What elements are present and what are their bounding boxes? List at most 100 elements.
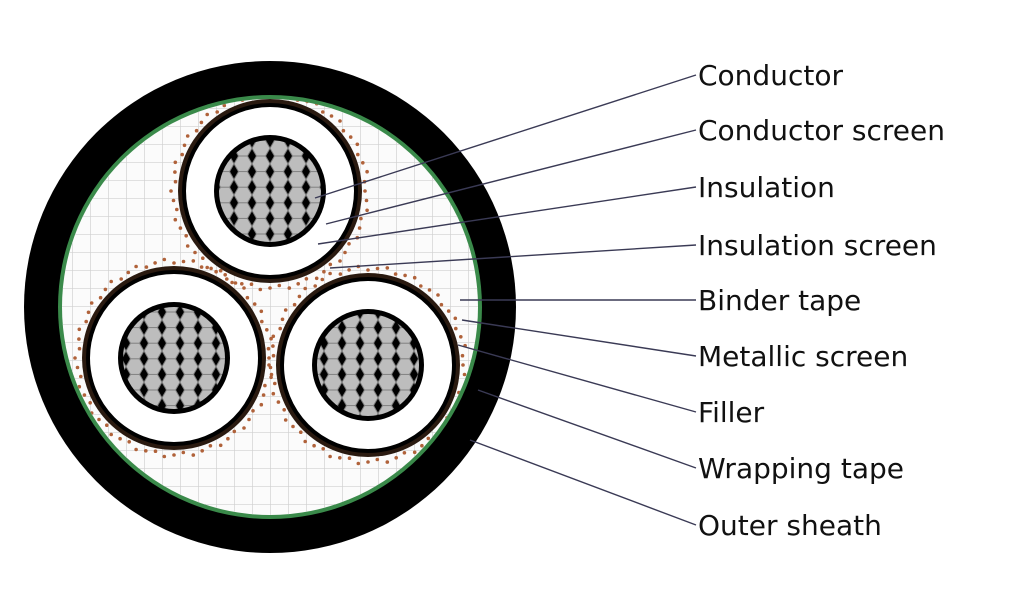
label-outer-sheath: Outer sheath: [698, 509, 882, 542]
metallic-screen-dot: [446, 309, 451, 313]
metallic-screen-dot: [271, 391, 276, 396]
metallic-screen-dot: [461, 363, 465, 367]
label-wrapping-tape: Wrapping tape: [698, 452, 904, 485]
label-insulation: Insulation: [698, 171, 835, 204]
metallic-screen-dot: [462, 372, 467, 377]
label-binder-tape: Binder tape: [698, 284, 861, 317]
metallic-screen-dot: [77, 346, 82, 351]
metallic-screen-dot: [460, 353, 465, 358]
metallic-screen-dot: [283, 418, 288, 422]
metallic-screen-dot: [338, 456, 342, 460]
metallic-screen-dot: [209, 266, 213, 271]
metallic-screen-dot: [365, 208, 369, 213]
metallic-screen-dot: [287, 286, 292, 290]
conductor: [317, 314, 419, 416]
metallic-screen-dot: [283, 308, 288, 312]
metallic-screen-dot: [144, 449, 148, 453]
metallic-screen-dot: [282, 408, 287, 412]
metallic-screen-dot: [193, 250, 197, 255]
leader-line-insulation: [317, 186, 697, 245]
metallic-screen-dot: [162, 454, 167, 459]
metallic-screen-dot: [271, 334, 276, 339]
metallic-screen-dot: [292, 302, 297, 307]
metallic-screen-dot: [242, 286, 246, 290]
metallic-screen-dot: [82, 393, 87, 397]
label-conductor-screen: Conductor screen: [698, 114, 945, 147]
metallic-screen-dot: [347, 268, 351, 272]
metallic-screen-dot: [269, 336, 273, 341]
metallic-screen-dot: [191, 259, 196, 263]
metallic-screen-dot: [268, 286, 272, 290]
metallic-screen-dot: [459, 335, 463, 339]
metallic-screen-dot: [356, 461, 361, 466]
metallic-screen-dot: [356, 152, 360, 157]
metallic-screen-dot: [173, 217, 178, 222]
metallic-screen-dot: [299, 430, 303, 435]
metallic-screen-dot: [297, 294, 302, 299]
metallic-screen-dot: [162, 257, 167, 262]
metallic-screen-dot: [172, 261, 176, 265]
metallic-screen-dot: [402, 451, 407, 455]
label-metallic-screen: Metallic screen: [698, 340, 908, 373]
metallic-screen-dot: [247, 417, 251, 422]
metallic-screen-dot: [205, 265, 209, 270]
metallic-screen-dot: [245, 295, 250, 300]
metallic-screen-dot: [199, 120, 204, 125]
metallic-screen-dot: [191, 453, 196, 457]
metallic-screen-dot: [215, 110, 219, 114]
label-filler: Filler: [698, 396, 765, 429]
metallic-screen-dot: [89, 301, 94, 305]
metallic-screen-dot: [269, 375, 273, 380]
leader-line-conductor-screen: [325, 129, 697, 225]
metallic-screen-dot: [393, 272, 398, 276]
metallic-screen-dot: [341, 128, 346, 133]
metallic-screen-dot: [260, 319, 264, 324]
metallic-screen-dot: [218, 268, 223, 273]
metallic-screen-dot: [86, 310, 91, 315]
metallic-screen-dot: [271, 344, 275, 348]
metallic-screen-dot: [181, 450, 186, 455]
metallic-screen-dot: [269, 372, 274, 377]
metallic-screen-dot: [109, 432, 113, 437]
metallic-screen-dot: [361, 161, 365, 165]
metallic-screen-dot: [173, 179, 178, 184]
metallic-screen-dot: [357, 226, 362, 230]
metallic-screen-dot: [321, 447, 326, 451]
metallic-screen-dot: [127, 440, 131, 444]
metallic-screen-dot: [366, 268, 370, 272]
metallic-screen-dot: [240, 282, 244, 286]
metallic-screen-dot: [385, 266, 390, 270]
metallic-screen-dot: [276, 400, 281, 404]
metallic-screen-dot: [322, 269, 326, 274]
metallic-screen-dot: [436, 293, 440, 297]
metallic-screen-dot: [271, 353, 276, 358]
metallic-screen-dot: [77, 327, 82, 332]
metallic-screen-dot: [412, 450, 417, 455]
metallic-screen-dot: [252, 302, 257, 306]
metallic-screen-dot: [266, 346, 271, 351]
metallic-screen-dot: [338, 119, 342, 123]
metallic-screen-dot: [73, 356, 77, 360]
metallic-screen-dot: [355, 142, 360, 147]
metallic-screen-dot: [273, 381, 277, 386]
label-conductor: Conductor: [698, 59, 843, 92]
metallic-screen-dot: [338, 259, 342, 263]
metallic-screen-dot: [263, 383, 267, 388]
metallic-screen-dot: [153, 449, 158, 454]
metallic-screen-dot: [222, 103, 227, 108]
metallic-screen-dot: [214, 269, 218, 274]
metallic-screen-dot: [126, 270, 131, 275]
metallic-screen-dot: [144, 265, 149, 269]
metallic-screen-dot: [394, 456, 399, 460]
metallic-screen-dot: [79, 374, 83, 379]
leader-lines: [314, 74, 697, 526]
metallic-screen-dot: [185, 134, 190, 138]
metallic-screen-dot: [347, 456, 352, 461]
metallic-screen-dot: [242, 426, 246, 430]
metallic-screen-dot: [261, 393, 266, 397]
metallic-screen-dot: [303, 286, 308, 291]
metallic-screen-dot: [267, 363, 271, 367]
metallic-screen-dot: [343, 250, 347, 255]
metallic-screen-dot: [175, 207, 179, 212]
metallic-screen-dot: [103, 287, 108, 292]
